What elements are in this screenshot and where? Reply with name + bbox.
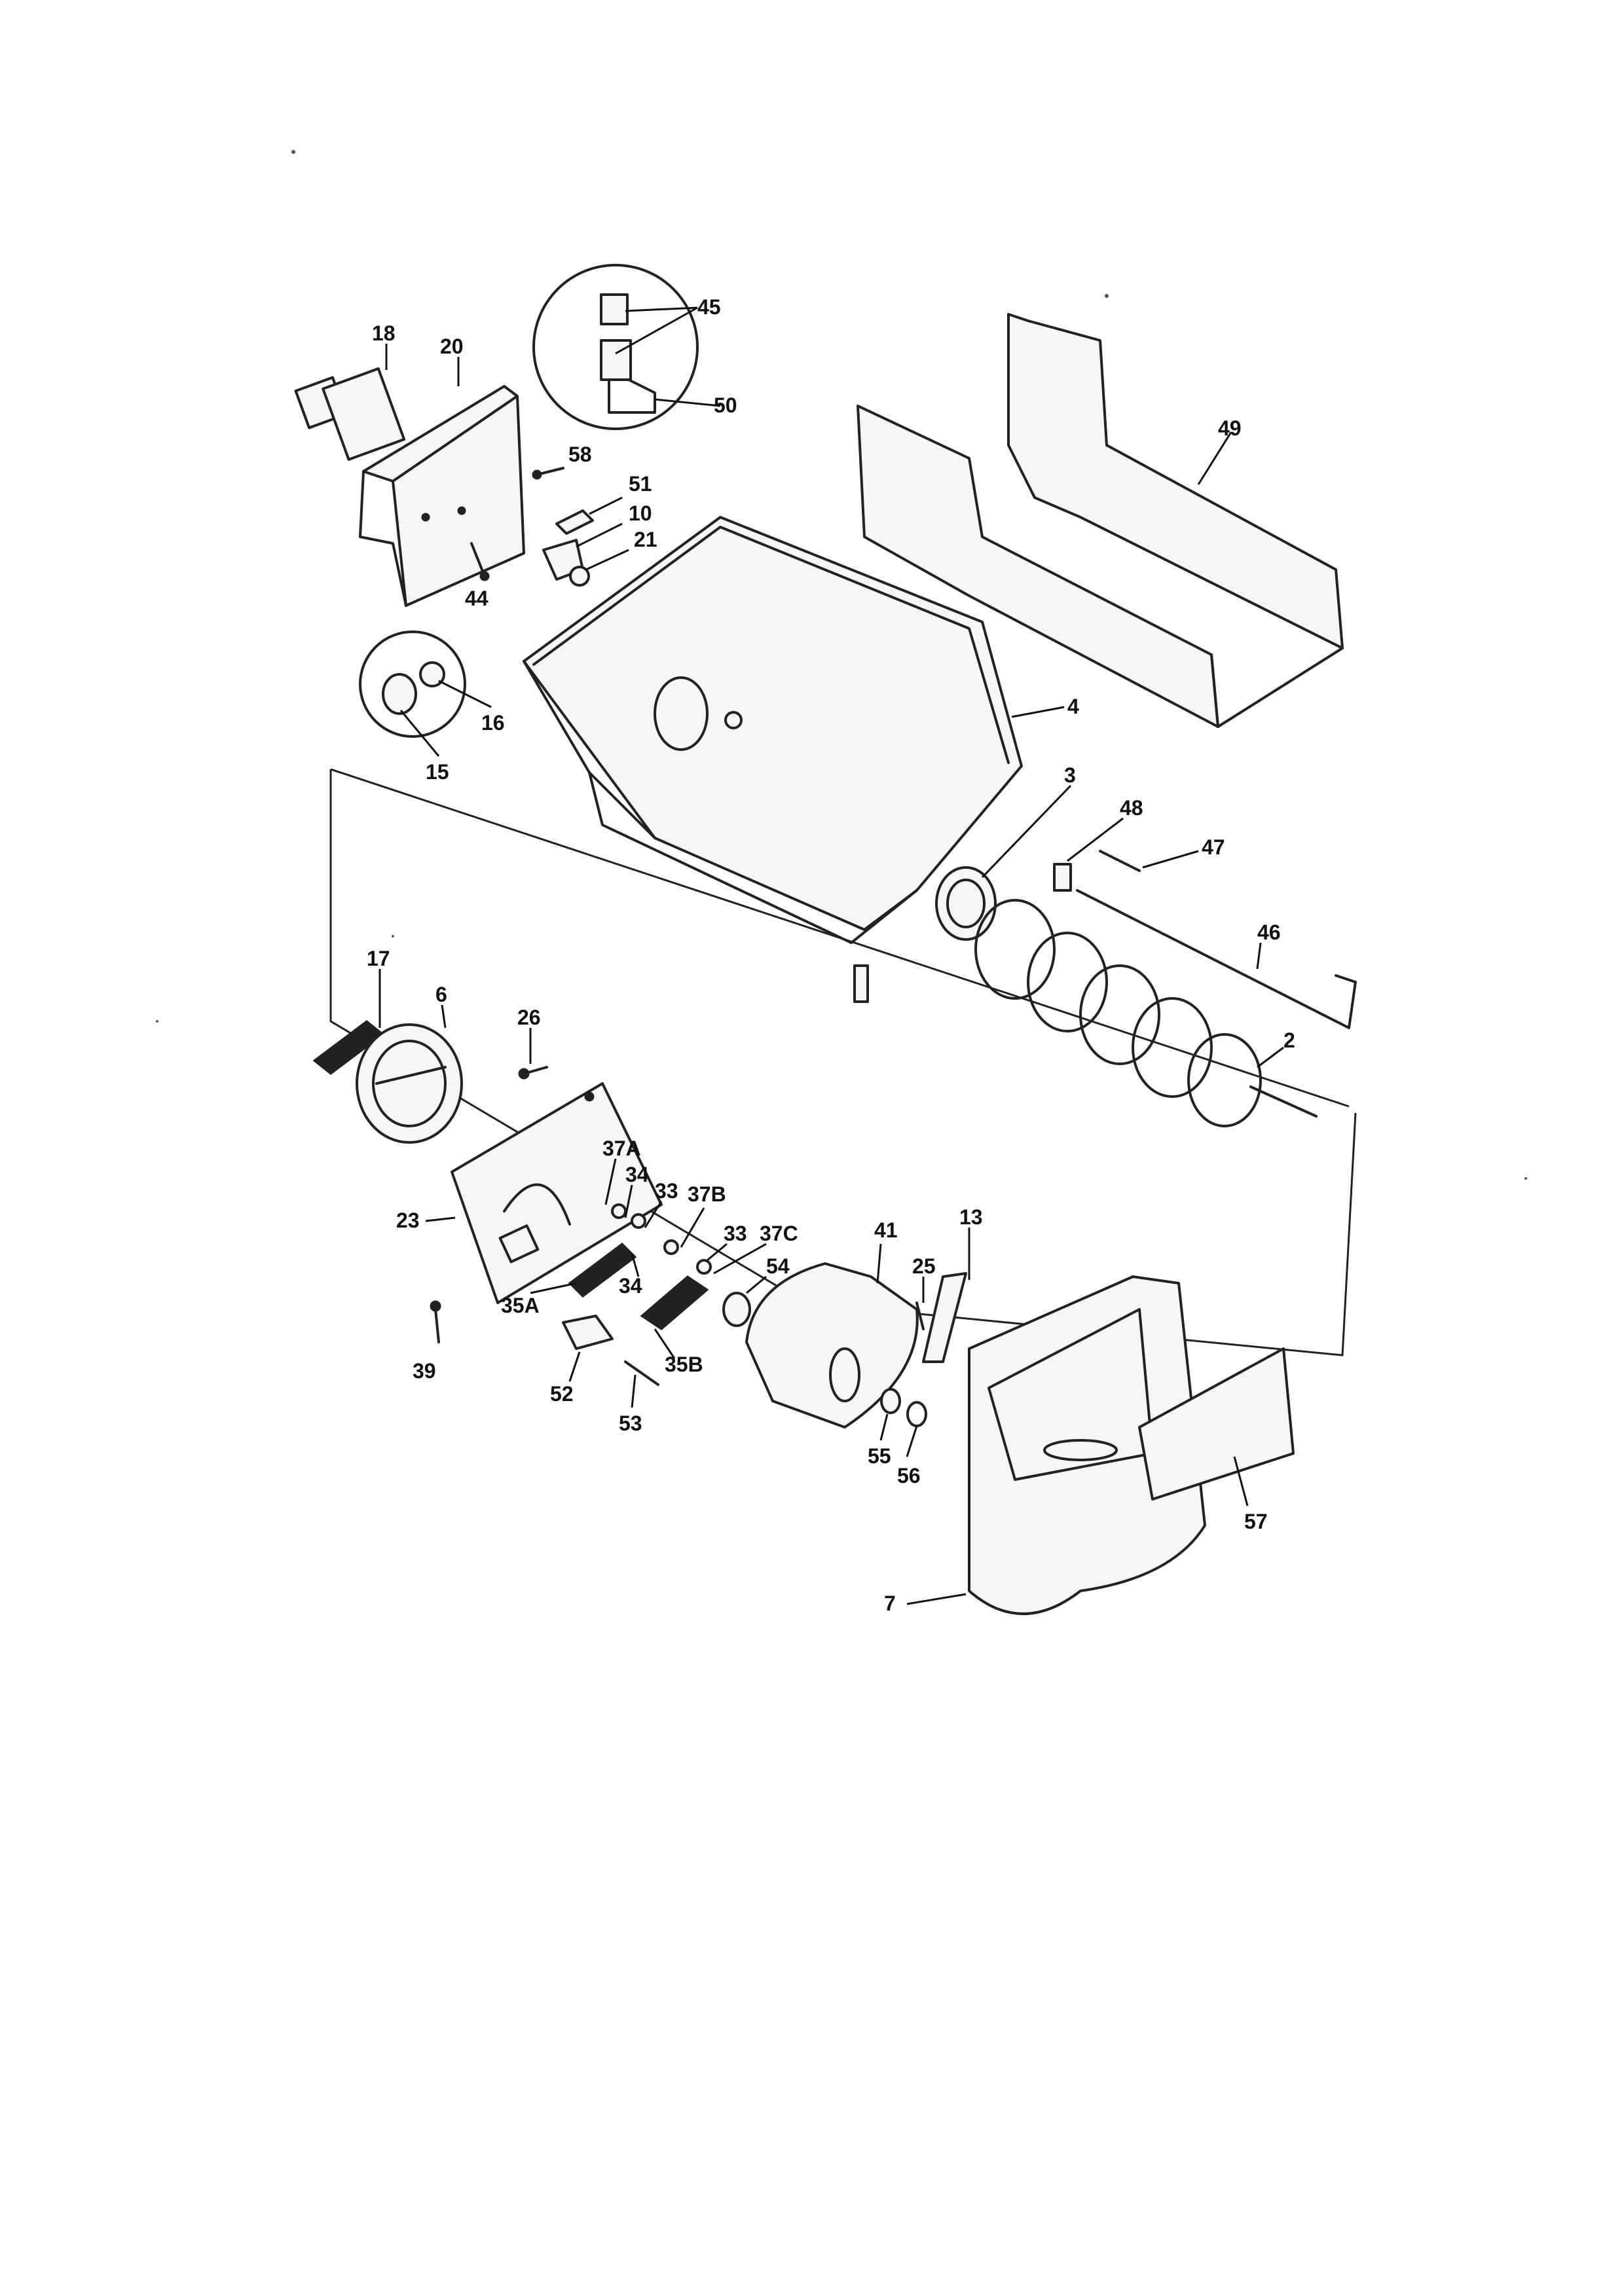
callout-35A: 35A <box>501 1294 540 1317</box>
callout-33a: 33 <box>655 1179 678 1203</box>
callout-39: 39 <box>413 1359 436 1383</box>
callout-41: 41 <box>874 1218 898 1242</box>
callout-3: 3 <box>1064 763 1076 787</box>
callout-labels: 45 18 20 50 49 58 51 10 21 44 4 16 15 3 … <box>367 295 1295 1615</box>
callout-37A: 37A <box>602 1137 641 1160</box>
part-54 <box>722 1275 767 1327</box>
callout-34a: 34 <box>625 1163 649 1186</box>
callout-6: 6 <box>435 983 447 1006</box>
shelf-49 <box>857 313 1344 728</box>
plate-23 <box>425 1082 663 1304</box>
housing-20 <box>359 357 525 607</box>
callout-49: 49 <box>1218 416 1242 440</box>
callout-35B: 35B <box>665 1353 703 1376</box>
switch-18 <box>294 344 406 461</box>
callout-21: 21 <box>634 528 657 551</box>
callout-17: 17 <box>367 947 390 970</box>
callout-54: 54 <box>766 1254 790 1278</box>
callout-15: 15 <box>426 760 449 784</box>
auger-coil-2 <box>974 899 1318 1127</box>
callout-25: 25 <box>912 1254 936 1278</box>
callout-18: 18 <box>372 321 396 345</box>
callout-48: 48 <box>1120 796 1143 820</box>
callout-55: 55 <box>868 1444 891 1468</box>
screw-39 <box>430 1300 441 1343</box>
callout-34b: 34 <box>619 1274 642 1298</box>
callout-37B: 37B <box>688 1182 726 1206</box>
small-parts <box>542 496 629 587</box>
solenoid-inset <box>532 264 721 430</box>
callout-20: 20 <box>440 335 464 358</box>
callout-52: 52 <box>550 1382 574 1406</box>
callout-33b: 33 <box>724 1222 747 1245</box>
callout-44: 44 <box>465 587 489 610</box>
callout-2: 2 <box>1283 1029 1295 1052</box>
callout-7: 7 <box>884 1592 896 1615</box>
callout-51: 51 <box>629 472 652 496</box>
callout-16: 16 <box>481 711 505 735</box>
gear-set <box>530 1158 767 1359</box>
washers-55-56 <box>879 1388 927 1457</box>
callout-13: 13 <box>959 1205 983 1229</box>
ice-bucket-4 <box>523 516 1065 1003</box>
callout-53: 53 <box>619 1412 642 1435</box>
callout-4: 4 <box>1067 695 1079 718</box>
callout-47: 47 <box>1202 835 1225 859</box>
callout-46: 46 <box>1257 920 1281 944</box>
screws <box>470 467 564 581</box>
scan-specks <box>156 150 1527 1180</box>
parts-25-13 <box>915 1228 970 1363</box>
parts-52-53 <box>562 1315 659 1408</box>
rod-assembly <box>1053 817 1357 1029</box>
callout-45: 45 <box>697 295 721 319</box>
ring-3 <box>935 784 1072 941</box>
callout-57: 57 <box>1244 1510 1268 1533</box>
wheel-6 <box>312 969 463 1144</box>
screw-26 <box>518 1028 548 1080</box>
housing-41 <box>745 1243 919 1429</box>
callout-58: 58 <box>568 443 592 466</box>
lamp-inset <box>359 630 492 757</box>
callout-23: 23 <box>396 1209 420 1232</box>
callout-10: 10 <box>629 501 652 525</box>
callout-56: 56 <box>897 1464 921 1487</box>
callout-37C: 37C <box>760 1222 798 1245</box>
door-57 <box>1138 1347 1295 1506</box>
callout-26: 26 <box>517 1006 541 1029</box>
callout-50: 50 <box>714 393 737 417</box>
